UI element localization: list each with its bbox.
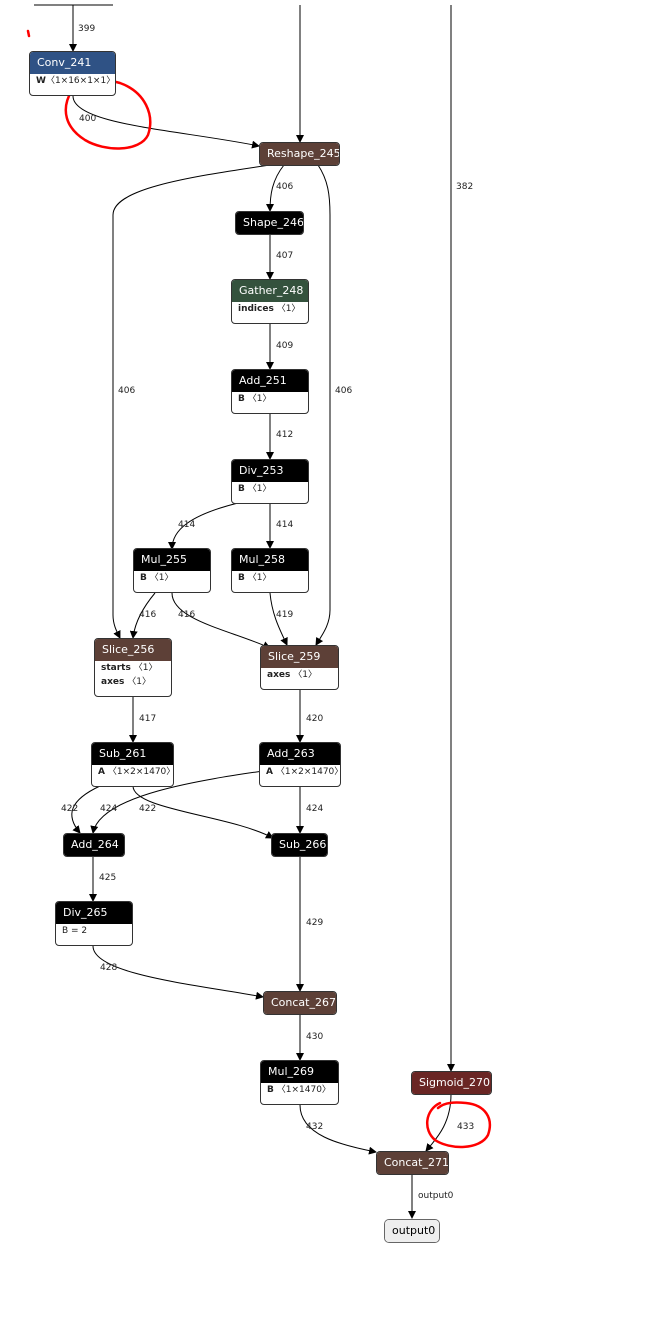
node-title: Conv_241 bbox=[30, 52, 115, 74]
edge-label-432: 432 bbox=[306, 1122, 324, 1132]
node-title: Mul_269 bbox=[261, 1061, 338, 1083]
edge-label-414-right: 414 bbox=[276, 520, 294, 530]
node-title: Concat_267 bbox=[264, 992, 336, 1014]
annotation-dot bbox=[26, 29, 31, 38]
node-attr: axes 〈1〉 bbox=[101, 677, 151, 687]
node-sub-261[interactable]: Sub_261 A 〈1×2×1470〉 bbox=[91, 742, 174, 787]
node-conv-241[interactable]: Conv_241 W〈1×16×1×1〉 bbox=[29, 51, 116, 96]
edge-label-424-right: 424 bbox=[306, 804, 324, 814]
node-attr: B = 2 bbox=[62, 926, 88, 936]
edge-416-slice259 bbox=[171, 592, 271, 649]
edge-419 bbox=[269, 592, 288, 646]
node-title: Gather_248 bbox=[232, 280, 308, 302]
edge-label-406-right: 406 bbox=[335, 386, 353, 396]
edge-label-417: 417 bbox=[139, 714, 157, 724]
node-sub-266[interactable]: Sub_266 bbox=[271, 833, 328, 857]
node-attr: axes 〈1〉 bbox=[267, 670, 317, 680]
edge-label-399: 399 bbox=[78, 24, 96, 34]
node-title: Shape_246 bbox=[236, 212, 303, 234]
node-title: Add_263 bbox=[260, 743, 340, 765]
edge-label-414-left: 414 bbox=[178, 520, 196, 530]
node-mul-255[interactable]: Mul_255 B 〈1〉 bbox=[133, 548, 211, 593]
node-add-251[interactable]: Add_251 B 〈1〉 bbox=[231, 369, 309, 414]
edge-label-416-left: 416 bbox=[139, 610, 157, 620]
edge-422-add264 bbox=[71, 785, 101, 834]
node-title: Slice_259 bbox=[261, 646, 338, 668]
edge-label-400: 400 bbox=[79, 114, 97, 124]
node-div-265[interactable]: Div_265 B = 2 bbox=[55, 901, 133, 946]
node-add-263[interactable]: Add_263 A 〈1×2×1470〉 bbox=[259, 742, 341, 787]
node-title: Slice_256 bbox=[95, 639, 171, 661]
node-concat-267[interactable]: Concat_267 bbox=[263, 991, 337, 1015]
node-add-264[interactable]: Add_264 bbox=[63, 833, 125, 857]
node-title: Add_251 bbox=[232, 370, 308, 392]
node-title: Mul_255 bbox=[134, 549, 210, 571]
edge-label-422-left: 422 bbox=[61, 804, 79, 814]
node-title: Sigmoid_270 bbox=[412, 1072, 491, 1094]
edge-label-406-left: 406 bbox=[118, 386, 136, 396]
node-title: output0 bbox=[385, 1220, 439, 1242]
edge-label-429: 429 bbox=[306, 918, 324, 928]
edge-432 bbox=[299, 1104, 377, 1155]
edge-label-430: 430 bbox=[306, 1032, 324, 1042]
node-shape-246[interactable]: Shape_246 bbox=[235, 211, 304, 235]
node-sigmoid-270[interactable]: Sigmoid_270 bbox=[411, 1071, 492, 1095]
edge-416-slice256 bbox=[129, 592, 156, 639]
node-title: Mul_258 bbox=[232, 549, 308, 571]
node-title: Div_253 bbox=[232, 460, 308, 482]
node-slice-256[interactable]: Slice_256 starts 〈1〉 axes 〈1〉 bbox=[94, 638, 172, 697]
node-attr: A 〈1×2×1470〉 bbox=[98, 767, 174, 777]
node-title: Sub_266 bbox=[272, 834, 327, 856]
node-mul-258[interactable]: Mul_258 B 〈1〉 bbox=[231, 548, 309, 593]
edge-label-output0: output0 bbox=[418, 1191, 454, 1201]
node-title: Add_264 bbox=[64, 834, 124, 856]
edge-label-422-right: 422 bbox=[139, 804, 157, 814]
node-title: Reshape_245 bbox=[260, 143, 339, 165]
node-slice-259[interactable]: Slice_259 axes 〈1〉 bbox=[260, 645, 339, 690]
edge-414-mul255 bbox=[168, 502, 239, 550]
node-attr: B 〈1〉 bbox=[238, 573, 272, 583]
edge-422-sub266 bbox=[132, 785, 274, 839]
edge-label-407: 407 bbox=[276, 251, 294, 261]
node-attr: B 〈1×1470〉 bbox=[267, 1085, 331, 1095]
node-gather-248[interactable]: Gather_248 indices 〈1〉 bbox=[231, 279, 309, 324]
node-title: Div_265 bbox=[56, 902, 132, 924]
edge-label-424-left: 424 bbox=[100, 804, 118, 814]
edge-label-419: 419 bbox=[276, 610, 294, 620]
edge-400 bbox=[72, 95, 260, 149]
node-attr: indices 〈1〉 bbox=[238, 304, 301, 314]
node-output0[interactable]: output0 bbox=[384, 1219, 440, 1243]
node-reshape-245[interactable]: Reshape_245 bbox=[259, 142, 340, 166]
node-attr: starts 〈1〉 bbox=[101, 663, 158, 673]
edge-label-433: 433 bbox=[457, 1122, 475, 1132]
edge-label-409: 409 bbox=[276, 341, 294, 351]
edge-label-406-shape: 406 bbox=[276, 182, 294, 192]
edge-label-425: 425 bbox=[99, 873, 117, 883]
node-attr: B 〈1〉 bbox=[238, 394, 272, 404]
node-title: Concat_271 bbox=[377, 1152, 448, 1174]
node-attr: A 〈1×2×1470〉 bbox=[266, 767, 341, 777]
edge-label-428: 428 bbox=[100, 963, 118, 973]
node-mul-269[interactable]: Mul_269 B 〈1×1470〉 bbox=[260, 1060, 339, 1105]
node-div-253[interactable]: Div_253 B 〈1〉 bbox=[231, 459, 309, 504]
edge-406-shape bbox=[266, 164, 285, 212]
edge-label-416-right: 416 bbox=[178, 610, 196, 620]
edge-406-slice259 bbox=[315, 164, 331, 646]
edge-428 bbox=[92, 945, 264, 1000]
node-concat-271[interactable]: Concat_271 bbox=[376, 1151, 449, 1175]
edge-424-add264 bbox=[90, 769, 271, 834]
node-attr: W〈1×16×1×1〉 bbox=[36, 76, 116, 86]
edge-406-slice256 bbox=[112, 164, 271, 639]
edge-label-412: 412 bbox=[276, 430, 294, 440]
edge-label-420: 420 bbox=[306, 714, 324, 724]
node-attr: B 〈1〉 bbox=[140, 573, 174, 583]
edge-label-382: 382 bbox=[456, 182, 474, 192]
annotation-circle-433 bbox=[426, 1101, 492, 1149]
node-attr: B 〈1〉 bbox=[238, 484, 272, 494]
node-title: Sub_261 bbox=[92, 743, 173, 765]
